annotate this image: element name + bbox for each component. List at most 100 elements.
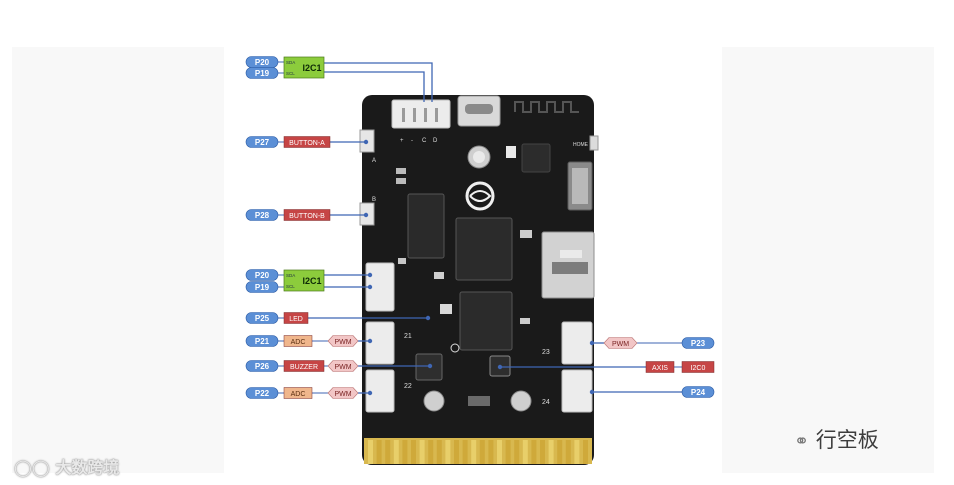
port-pin [413, 108, 416, 122]
edge-finger [583, 440, 588, 464]
i2c1-top-text: I2C1 [302, 63, 321, 73]
pin-label-p25 [245, 312, 279, 324]
edge-finger [445, 440, 451, 464]
silk-pin-21: 21 [404, 333, 412, 340]
wire-dot [497, 364, 503, 370]
watermark-left-text: 大数跨境 [55, 458, 120, 477]
tag-axis-text: AXIS [652, 365, 668, 372]
edge-finger [454, 440, 459, 464]
edge-finger [385, 440, 391, 464]
background-panel-left [12, 47, 224, 473]
tag-p21-pwm [327, 335, 359, 347]
board-logo-inner [469, 190, 492, 202]
edge-finger [411, 440, 416, 464]
home-button [589, 135, 599, 151]
tag-p26-primary-text: BUZZER [290, 364, 318, 371]
home-silk: HOME [573, 142, 589, 148]
edge-finger [522, 440, 528, 464]
left-connector-22 [365, 369, 395, 413]
usb-a-slot [552, 262, 588, 274]
tag-p26-pwm-text: PWM [334, 364, 351, 371]
wire-dot [367, 272, 373, 278]
tag-p22-primary [283, 387, 313, 399]
pin-label-p21-text: P21 [255, 337, 270, 346]
scl-label: SCL [286, 284, 295, 289]
edge-finger [436, 440, 442, 464]
i2c1-mid-text: I2C1 [302, 276, 321, 286]
wire-i2c-top-scl [324, 71, 425, 102]
main-processor [455, 217, 513, 281]
port-pin [435, 108, 438, 122]
tag-i2c0-text: I2C0 [691, 365, 706, 372]
tag-button-b-text: BUTTON-B [289, 213, 325, 220]
usb-c-slot [465, 104, 493, 114]
button-b-silk: B [372, 197, 376, 203]
wire-dot [425, 315, 431, 321]
pin-label-p19-mid-text: P19 [255, 283, 270, 292]
pin-label-p25-text: P25 [255, 314, 270, 323]
edge-finger [505, 440, 511, 464]
edge-finger [548, 440, 554, 464]
tag-led-text: LED [289, 316, 303, 323]
edge-finger [531, 440, 537, 464]
pin-label-p27 [245, 136, 279, 148]
tag-button-a [283, 136, 331, 148]
edge-finger [574, 440, 580, 464]
silk-pin-23: 23 [542, 349, 550, 356]
wire-dot [589, 389, 595, 395]
tag-p23-pwm [603, 337, 638, 349]
pin-label-p19-top-text: P19 [255, 69, 270, 78]
smd-7 [468, 396, 490, 406]
smd-led [440, 304, 452, 314]
edge-finger [488, 440, 494, 464]
tag-p23-pwm-text: PWM [612, 341, 629, 348]
pin-label-p20-mid [245, 269, 279, 281]
smd-5 [434, 272, 444, 279]
port-letter: - [411, 138, 413, 144]
tag-p21-pwm-text: PWM [334, 339, 351, 346]
wire-i2c-top-sda [324, 62, 433, 102]
edge-finger [419, 440, 425, 464]
memory-chip [407, 193, 445, 259]
edge-connector [364, 438, 592, 464]
pin-label-p24 [681, 386, 715, 398]
edge-finger [565, 440, 571, 464]
pin-label-p26-text: P26 [255, 362, 270, 371]
edge-fingers [368, 440, 588, 464]
edge-finger [376, 440, 382, 464]
smd-6 [398, 258, 406, 264]
pin-label-p23-text: P23 [691, 339, 706, 348]
port-pin [402, 108, 405, 122]
edge-finger [557, 440, 563, 464]
slide-switch-inner [572, 168, 588, 204]
tag-p26-pwm [327, 360, 359, 372]
edge-finger [497, 440, 502, 464]
tag-p22-primary-text: ADC [291, 391, 306, 398]
pin-label-p24-text: P24 [691, 388, 706, 397]
smd-3 [520, 230, 532, 238]
board-logo [465, 181, 495, 211]
pin-label-p26 [245, 360, 279, 372]
watermark-left: ◯◯ 大数跨境 [14, 454, 119, 478]
pin-label-p22-text: P22 [255, 389, 270, 398]
pin-label-p28 [245, 209, 279, 221]
right-connector-23 [561, 321, 593, 365]
usb-a-tab [560, 250, 582, 258]
chat-bubble-icon: ⚭ [794, 431, 810, 452]
edge-finger [514, 440, 520, 464]
port-letter: + [400, 138, 404, 144]
pin-label-p20-mid-text: P20 [255, 271, 270, 280]
right-connector-24 [561, 369, 593, 413]
i2c1-box-mid [283, 269, 325, 292]
tag-p21-primary-text: ADC [291, 339, 306, 346]
button-a-silk: A [372, 158, 376, 164]
smd-2 [396, 178, 406, 184]
wire-dot [363, 139, 369, 145]
light-sensor-core [473, 151, 485, 163]
i2c1-box-top [283, 56, 325, 79]
mic-symbol-icon [450, 343, 460, 353]
smd-1 [396, 168, 406, 174]
pin-label-p27-text: P27 [255, 138, 270, 147]
top-i2c-connector [391, 99, 451, 129]
